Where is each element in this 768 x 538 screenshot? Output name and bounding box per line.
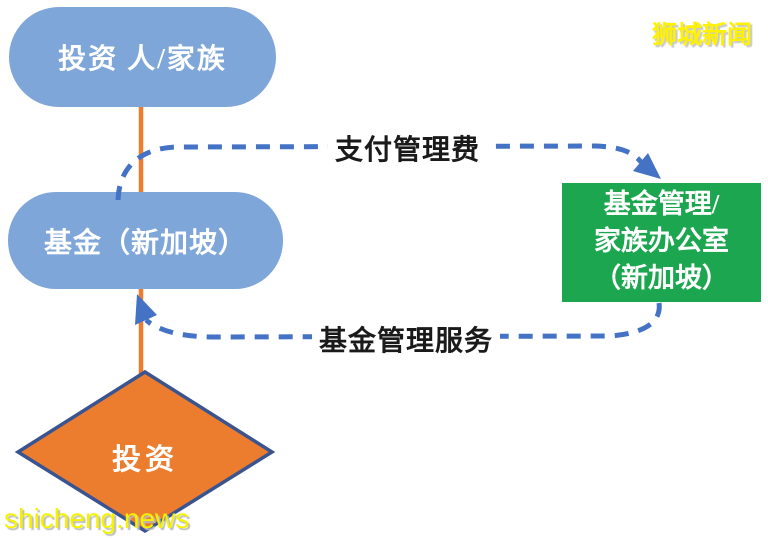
node-fund-manager: 基金管理/ 家族办公室 （新加坡）: [562, 183, 761, 302]
node-investment-label: 投资: [111, 444, 178, 476]
investment-diamond-shape: [14, 369, 276, 534]
node-fund: 基金（新加坡）: [8, 192, 283, 289]
node-investor-label: 投资 人/家族: [58, 44, 227, 75]
edge-label-service: 基金管理服务: [312, 318, 501, 360]
node-fund-manager-line2: 家族办公室: [594, 226, 729, 256]
node-fund-manager-line1: 基金管理/: [603, 189, 720, 219]
node-fund-label: 基金（新加坡）: [43, 227, 247, 259]
edge-label-pay-fee: 支付管理费: [328, 127, 488, 169]
node-investor: 投资 人/家族: [9, 7, 276, 107]
node-fund-manager-line3: （新加坡）: [594, 263, 729, 293]
watermark-site-name: 狮城新闻: [652, 22, 753, 49]
watermark-site-url: shicheng.news: [4, 503, 190, 534]
